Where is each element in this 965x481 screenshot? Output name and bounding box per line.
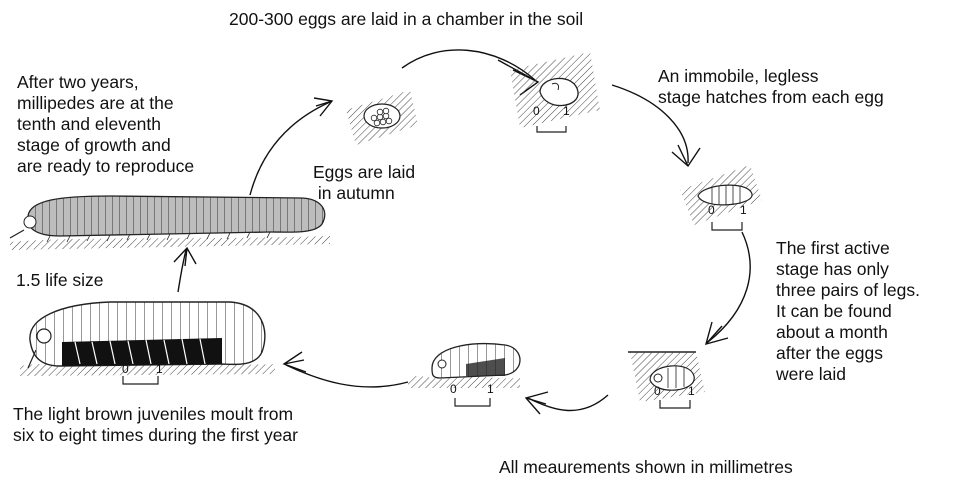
scale-0-immobile: 0 xyxy=(708,203,715,217)
scale-0-light-brown: 0 xyxy=(122,362,129,376)
scale-1-first-active: 1 xyxy=(688,384,695,398)
light-brown-juvenile-illustration xyxy=(20,302,275,376)
juveniles-caption: The light brown juveniles moult from six… xyxy=(13,404,298,446)
eggs-cluster-illustration xyxy=(346,90,418,145)
scale-0-egg-chamber: 0 xyxy=(533,104,540,118)
scale-bar-egg-chamber xyxy=(537,126,566,132)
scale-1-juvenile: 1 xyxy=(487,382,494,396)
arrow-juvenile-to-lightbrown xyxy=(286,365,408,387)
juvenile-illustration xyxy=(408,344,520,388)
first-active-caption: The first active stage has only three pa… xyxy=(776,238,920,385)
scale-1-light-brown: 1 xyxy=(156,362,163,376)
measurements-caption: All meaurements shown in millimetres xyxy=(499,457,793,478)
reproduce-caption: After two years, millipedes are at the t… xyxy=(17,72,194,177)
scale-bar-immobile xyxy=(712,222,742,230)
arrow-immobile-to-active xyxy=(708,232,750,342)
scale-1-egg-chamber: 1 xyxy=(563,104,570,118)
scale-0-juvenile: 0 xyxy=(450,382,457,396)
eggs-laid-caption: Eggs are laid in autumn xyxy=(313,162,415,204)
adult-millipede-illustration xyxy=(10,196,330,250)
scale-bar-light-brown xyxy=(123,376,158,384)
immobile-stage-illustration xyxy=(680,165,762,225)
egg-chamber-illustration xyxy=(510,52,600,128)
top-caption: 200-300 eggs are laid in a chamber in th… xyxy=(229,9,583,30)
scale-0-first-active: 0 xyxy=(654,384,661,398)
immobile-caption: An immobile, legless stage hatches from … xyxy=(658,66,884,108)
scale-1-immobile: 1 xyxy=(740,203,747,217)
life-size-caption: 1.5 life size xyxy=(16,270,104,291)
scale-bar-first-active xyxy=(660,400,690,408)
scale-bar-juvenile xyxy=(455,398,490,406)
